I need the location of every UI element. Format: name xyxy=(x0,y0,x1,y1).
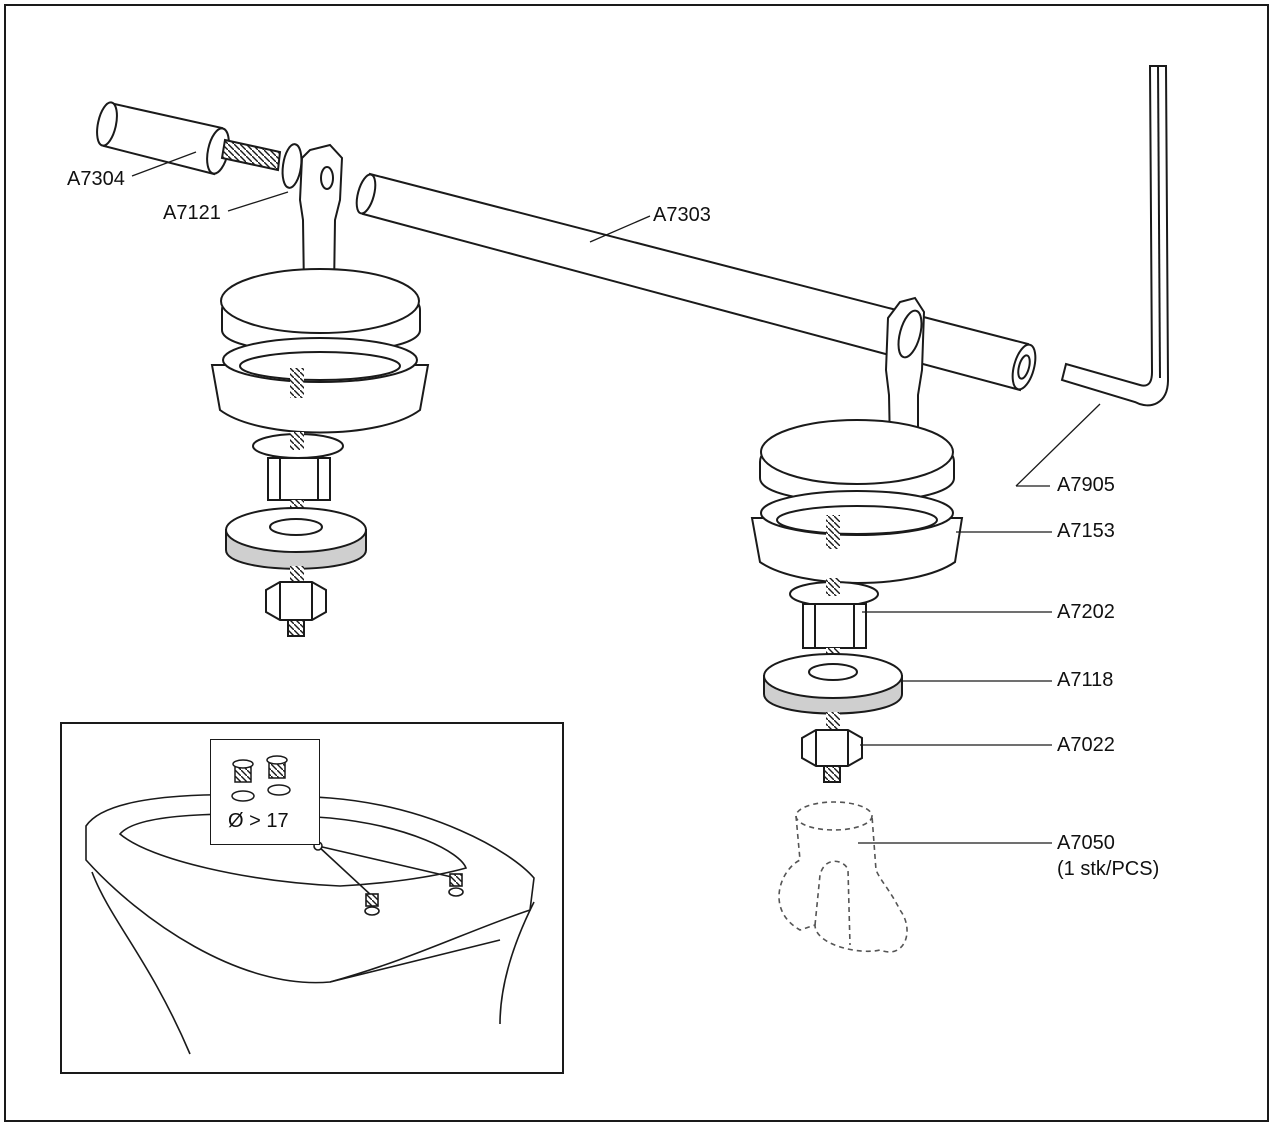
tool-a7050 xyxy=(778,801,908,953)
expansion-anchor xyxy=(267,457,331,501)
label-a7303: A7303 xyxy=(653,204,711,226)
rubber-washer-left xyxy=(225,507,367,570)
hinge-base-right xyxy=(750,517,964,584)
rubber-washer-right xyxy=(763,653,903,715)
label-a7022: A7022 xyxy=(1057,734,1115,756)
leader-lines xyxy=(131,151,1101,844)
label-a7121: A7121 xyxy=(163,202,221,224)
diagram-frame xyxy=(4,4,1269,1122)
anchor-detail-icon xyxy=(231,755,291,802)
inset-detail-box xyxy=(210,739,320,845)
label-a7153: A7153 xyxy=(1057,520,1115,542)
diameter-note: Ø > 17 xyxy=(228,810,289,832)
label-a7050: A7050 xyxy=(1057,832,1115,854)
label-a7304: A7304 xyxy=(67,168,125,190)
right-hinge-assembly xyxy=(750,296,964,783)
label-a7118: A7118 xyxy=(1057,669,1114,691)
bolt-thread xyxy=(220,138,282,172)
label-a7905: A7905 xyxy=(1057,474,1115,496)
inset-panel xyxy=(60,722,564,1074)
label-a7202: A7202 xyxy=(1057,601,1115,623)
rod-a7303 xyxy=(355,172,1037,392)
label-a7050-note: (1 stk/PCS) xyxy=(1057,858,1160,880)
hex-key-a7905 xyxy=(1060,65,1170,407)
left-hinge-assembly xyxy=(96,101,430,637)
sleeve-a7304 xyxy=(96,101,230,176)
hinge-base xyxy=(210,364,430,434)
nut-left xyxy=(265,581,327,621)
